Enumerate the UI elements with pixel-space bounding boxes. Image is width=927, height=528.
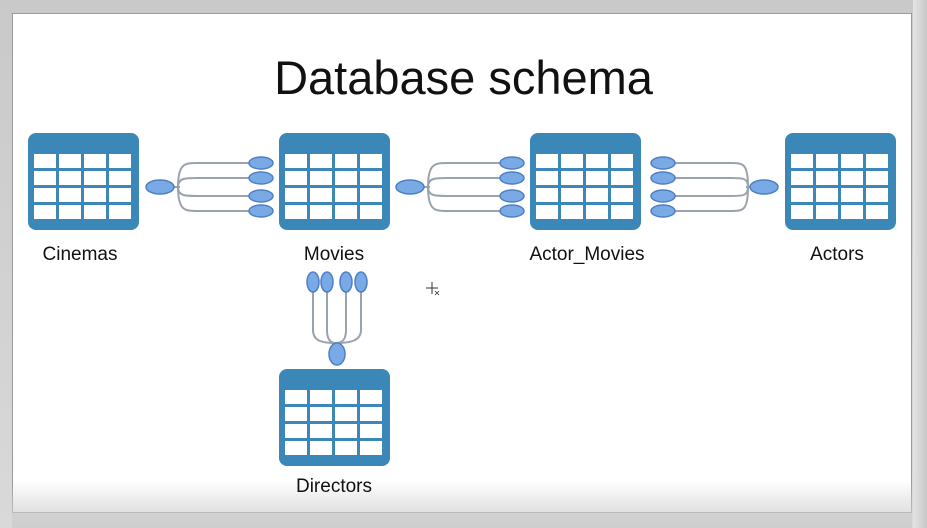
directors-label: Directors [295, 476, 372, 497]
table-directors-icon [279, 369, 390, 466]
slide-title: Database schema [274, 51, 653, 104]
movies-directors-link [312, 292, 337, 344]
cinemas-label: Cinemas [42, 244, 118, 265]
actormovies-actors-link [672, 162, 749, 188]
cinemas-movies-link [177, 162, 252, 188]
crosshair-cursor-icon [426, 282, 440, 299]
table-actor-movies-icon [530, 133, 641, 230]
actor-movies-label: Actor_Movies [529, 244, 645, 265]
window-right-edge [913, 0, 927, 528]
actors-endpoint [749, 179, 779, 195]
directors-endpoint [328, 342, 346, 366]
connector-lines [172, 162, 754, 348]
table-cinemas-icon [28, 133, 139, 230]
table-actors-icon [785, 133, 896, 230]
actors-label: Actors [810, 244, 864, 265]
movies-actormovies-link [427, 162, 504, 188]
connector-endpoints [145, 156, 779, 366]
table-movies-icon [279, 133, 390, 230]
movies-endpoint [395, 179, 425, 195]
cinemas-endpoint [145, 179, 175, 195]
movies-label: Movies [303, 244, 365, 265]
slide-canvas [12, 13, 912, 513]
